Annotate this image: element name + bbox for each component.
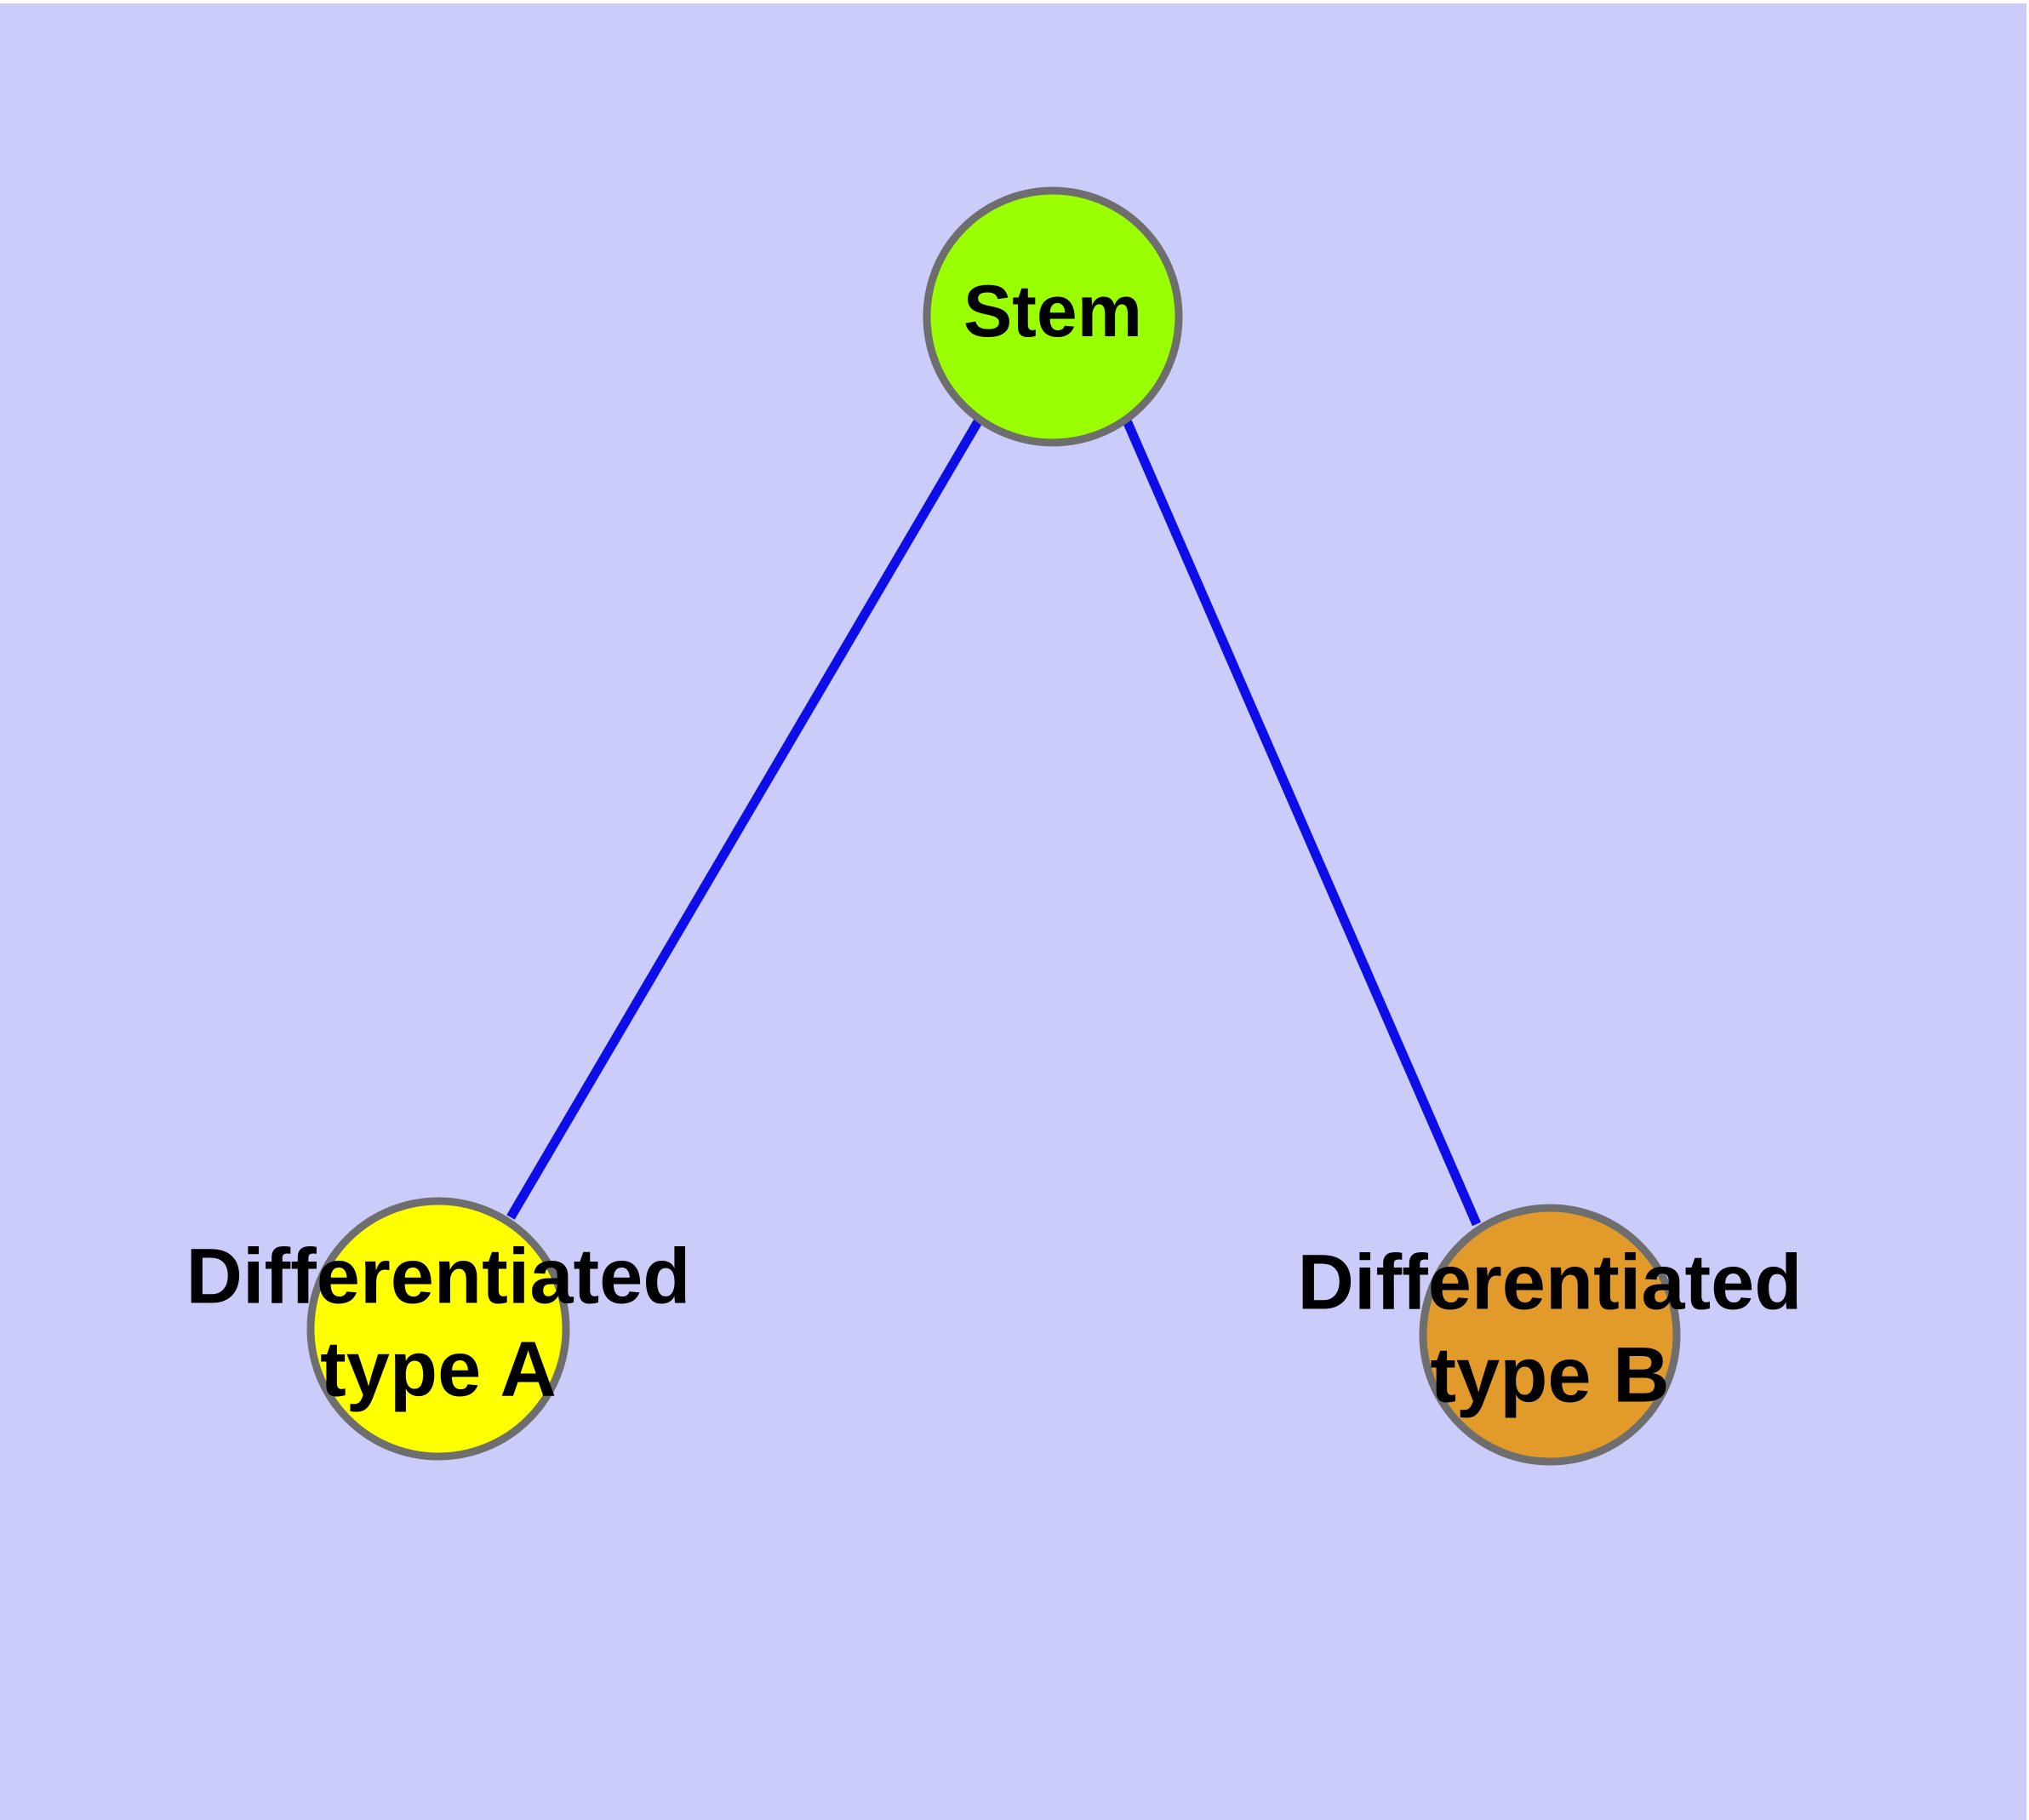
node-label-line: Differentiated: [1298, 1239, 1803, 1326]
node-circle-diff_a[interactable]: [306, 1197, 570, 1461]
edges-layer: [506, 416, 1482, 1227]
graph-node-stem[interactable]: Stem: [923, 186, 1183, 447]
node-circle-stem[interactable]: [923, 186, 1183, 447]
graph-edge-stem-to-diff-a[interactable]: [506, 416, 984, 1220]
node-label-line: type B: [1430, 1332, 1669, 1419]
node-circle-diff_b[interactable]: [1419, 1204, 1681, 1466]
node-label-line: Stem: [963, 271, 1142, 352]
node-label-stem: Stem: [963, 271, 1142, 352]
node-label-line: Differentiated: [186, 1233, 691, 1320]
node-label-line: type A: [320, 1326, 557, 1413]
graph-edge-stem-to-diff-b[interactable]: [1121, 416, 1482, 1227]
